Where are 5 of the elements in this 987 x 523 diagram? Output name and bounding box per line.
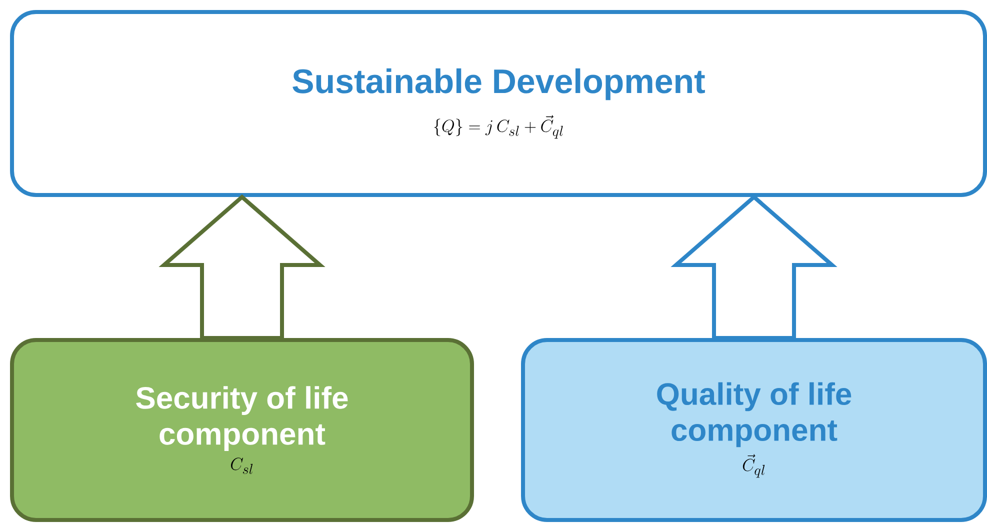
goal-box: Sustainable Development $\{Q\} = j\,C_{sl} + \vec{C}_{ql}$: [10, 10, 987, 197]
block-arrow: [670, 194, 838, 340]
component-box: Quality of life component $\vec{C}_{ql}$: [521, 338, 987, 522]
component-box: Security of life component $C_{sl}$: [10, 338, 474, 522]
block-arrow: [158, 194, 326, 340]
